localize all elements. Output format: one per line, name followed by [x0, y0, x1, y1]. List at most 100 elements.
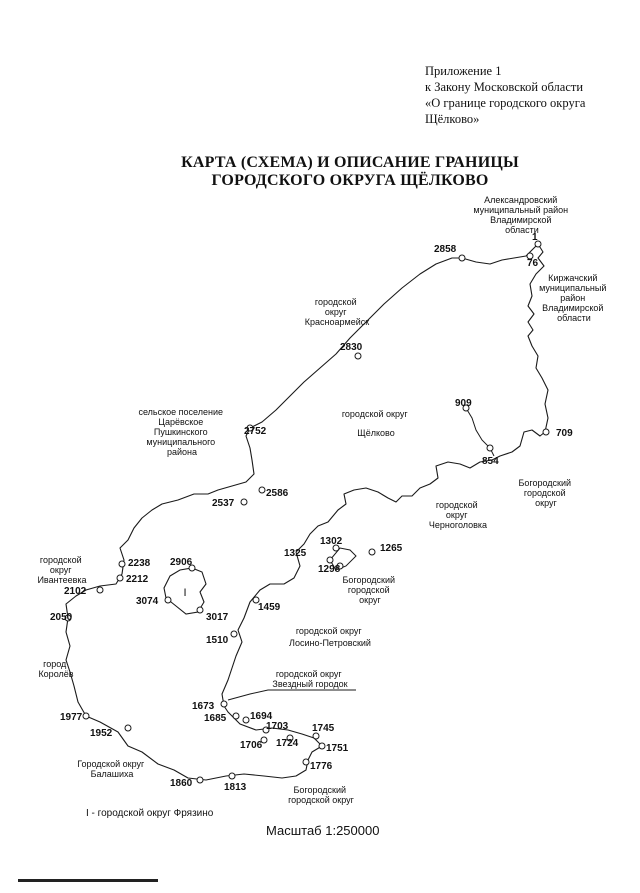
zvezdny-leader [227, 689, 356, 701]
point-2102 [96, 586, 104, 594]
point-label: 2238 [128, 558, 151, 569]
point-label: 909 [455, 398, 472, 409]
point-label: 1776 [310, 761, 333, 772]
point-label: 1703 [266, 721, 289, 732]
point-label: 1459 [258, 602, 281, 613]
point-2586 [258, 486, 266, 494]
point-1751 [318, 742, 326, 750]
point-label: 709 [556, 428, 573, 439]
point-3017 [196, 606, 204, 614]
point-label: 2830 [340, 342, 363, 353]
point-markers [64, 240, 550, 784]
point-2050 [64, 614, 72, 622]
point-label: 2906 [170, 557, 193, 568]
region-krasnoarmeysk: городской округ Красноармейск [305, 297, 369, 327]
footer-rule [18, 879, 158, 882]
map-scale: Масштаб 1:250000 [266, 823, 380, 838]
point-label: 1673 [192, 701, 215, 712]
annex-header: Приложение 1 к Закону Московской области… [425, 63, 585, 127]
point-label: 1952 [90, 728, 113, 739]
point-label: 1724 [276, 738, 299, 749]
point-labels: 1 76 2858 2830 2752 2586 2537 909 854 70… [50, 232, 573, 793]
point-label: 1685 [204, 713, 227, 724]
point-label: 2858 [434, 244, 457, 255]
point-1673 [220, 700, 228, 708]
point-label: 854 [482, 456, 499, 467]
point-1776 [302, 758, 310, 766]
title-line: ГОРОДСКОГО ОКРУГА ЩЁЛКОВО [211, 172, 489, 189]
point-1325 [326, 556, 334, 564]
point-1265 [368, 548, 376, 556]
point-2858 [458, 254, 466, 262]
region-bogorodsky-ne: Богородский городской округ [518, 478, 573, 508]
region-ivanteevka: городской округ Ивантеевка [37, 555, 86, 585]
point-2238 [118, 560, 126, 568]
annex-line: к Закону Московской области [425, 80, 584, 94]
region-korolev: город Королёв [38, 659, 73, 679]
point-1745 [312, 732, 320, 740]
point-label: 1751 [326, 743, 349, 754]
point-1724 [286, 734, 294, 742]
point-1459 [252, 596, 260, 604]
region-zvezdny: городской округ Звездный городок [272, 669, 347, 689]
point-1510 [230, 630, 238, 638]
point-2752 [246, 424, 254, 432]
point-1706 [260, 736, 268, 744]
point-label: 1977 [60, 712, 83, 723]
point-label: 1860 [170, 778, 193, 789]
point-label: 1302 [320, 536, 343, 547]
annex-line: Щёлково» [425, 112, 480, 126]
point-label: 1813 [224, 782, 247, 793]
point-2212 [116, 574, 124, 582]
point-1813 [228, 772, 236, 780]
point-3074 [164, 596, 172, 604]
point-1694 [242, 716, 250, 724]
point-1860 [196, 776, 204, 784]
point-label: 1325 [284, 548, 307, 559]
region-bogorodsky-s: Богородский городской округ [288, 785, 355, 805]
map-legend: I - городской округ Фрязино [86, 808, 214, 819]
point-709 [542, 428, 550, 436]
title-line: КАРТА (СХЕМА) И ОПИСАНИЕ ГРАНИЦЫ [181, 154, 519, 171]
point-label: 2050 [50, 612, 73, 623]
region-chernogolovka: городской округ Черноголовка [429, 500, 487, 530]
region-labels: Александровский муниципальный район Влад… [37, 195, 609, 805]
fryazino-marker: I [183, 587, 186, 599]
page-title: КАРТА (СХЕМА) И ОПИСАНИЕ ГРАНИЦЫ ГОРОДСК… [150, 154, 550, 190]
point-label: 1 [532, 232, 538, 243]
point-label: 1265 [380, 543, 403, 554]
point-909 [462, 404, 470, 412]
point-854 [486, 444, 494, 452]
point-76 [526, 252, 534, 260]
point-1685 [232, 712, 240, 720]
point-label: 1694 [250, 711, 273, 722]
point-label: 2212 [126, 574, 149, 585]
point-2906 [188, 564, 196, 572]
point-1977 [82, 712, 90, 720]
point-label: 1510 [206, 635, 229, 646]
point-label: 1706 [240, 740, 263, 751]
point-label: 1745 [312, 723, 335, 734]
region-alexandrov: Александровский муниципальный район Влад… [473, 195, 570, 235]
point-label: 1298 [318, 564, 341, 575]
point-1298 [336, 562, 344, 570]
point-label: 3074 [136, 596, 159, 607]
region-balashikha: Городской округ Балашиха [77, 759, 147, 779]
point-1952 [124, 724, 132, 732]
region-schelkovo: городской округ Щёлково [342, 409, 410, 438]
point-1 [534, 240, 542, 248]
internal-boundary [329, 547, 357, 571]
region-bogorodsky-mid: Богородский городской округ [342, 575, 397, 605]
region-losino: городской округ Лосино-Петровский [289, 626, 371, 648]
annex-line: «О границе городского округа [425, 96, 586, 110]
point-label: 76 [527, 258, 539, 269]
point-label: 2586 [266, 488, 289, 499]
point-label: 2537 [212, 498, 235, 509]
point-1302 [332, 544, 340, 552]
point-2830 [354, 352, 362, 360]
region-kirzhach: Киржачский муниципальный район Владимирс… [539, 273, 609, 323]
point-label: 2102 [64, 586, 87, 597]
point-label: 2752 [244, 426, 267, 437]
region-tsarevskoe: сельское поселение Царёвское Пушкинского… [138, 407, 225, 457]
